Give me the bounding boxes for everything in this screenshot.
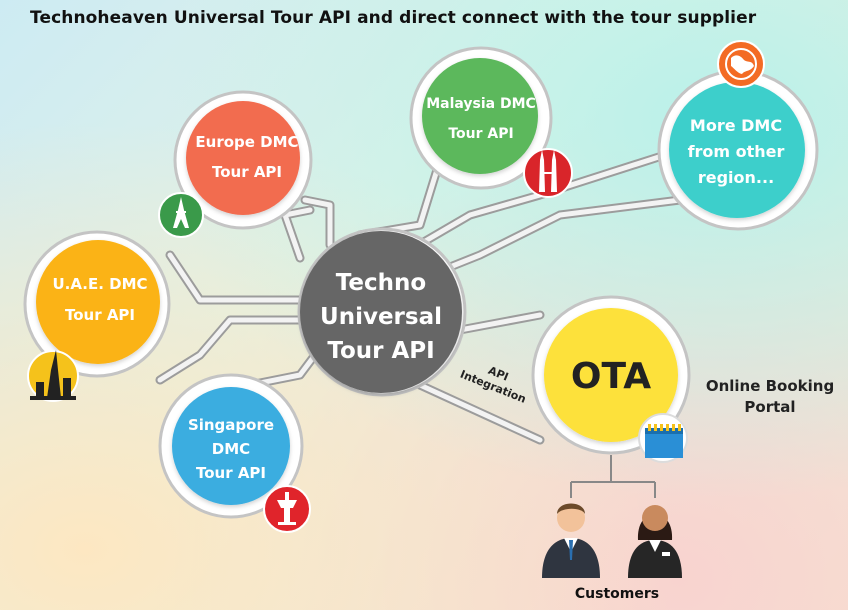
more-dmc-label-1: More DMC [690, 116, 782, 135]
businesswoman-icon [628, 505, 682, 578]
node-malaysia: Malaysia DMC Tour API [409, 46, 573, 198]
singapore-circle [172, 387, 290, 505]
center-label-3: Tour API [327, 338, 434, 364]
booking-calendar-icon [638, 413, 688, 463]
page-title: Technoheaven Universal Tour API and dire… [30, 8, 757, 28]
more-dmc-circle [669, 82, 805, 218]
singapore-label-3: Tour API [196, 464, 266, 482]
booking-portal-line-2: Portal [744, 398, 795, 416]
node-center: Techno Universal Tour API [297, 227, 467, 397]
malaysia-label-1: Malaysia DMC [426, 96, 536, 112]
node-ota: OTA [531, 295, 691, 463]
europe-label-1: Europe DMC [195, 133, 298, 151]
node-europe: Europe DMC Tour API [158, 90, 313, 238]
connector-lines [155, 150, 685, 445]
europe-circle [186, 101, 300, 215]
globe-icon [717, 40, 765, 88]
api-integration-label: API Integration [458, 364, 528, 406]
petronas-towers-icon [523, 148, 573, 198]
uae-label-1: U.A.E. DMC [52, 275, 147, 293]
center-label-1: Techno [336, 270, 426, 296]
booking-portal-line-1: Online Booking [706, 377, 834, 395]
ota-label: OTA [571, 356, 651, 397]
ota-circle [544, 308, 678, 442]
more-dmc-label-3: region... [698, 168, 774, 187]
node-singapore: Singapore DMC Tour API [158, 373, 311, 533]
changi-tower-icon [263, 485, 311, 533]
node-more-dmc: More DMC from other region... [657, 40, 819, 231]
europe-label-2: Tour API [212, 163, 282, 181]
node-uae: U.A.E. DMC Tour API [23, 230, 171, 402]
uae-label-2: Tour API [65, 306, 135, 324]
malaysia-circle [422, 58, 538, 174]
businessman-icon [542, 503, 600, 578]
eiffel-tower-icon [158, 192, 204, 238]
uae-circle [36, 240, 160, 364]
burj-khalifa-icon [27, 350, 79, 402]
malaysia-label-2: Tour API [448, 126, 513, 142]
customer-connector [570, 455, 656, 498]
center-circle [300, 231, 462, 393]
singapore-label-2: DMC [212, 440, 250, 458]
customers-label: Customers [575, 586, 659, 602]
center-label-2: Universal [320, 304, 442, 330]
singapore-label-1: Singapore [188, 416, 274, 434]
more-dmc-label-2: from other [688, 142, 785, 161]
